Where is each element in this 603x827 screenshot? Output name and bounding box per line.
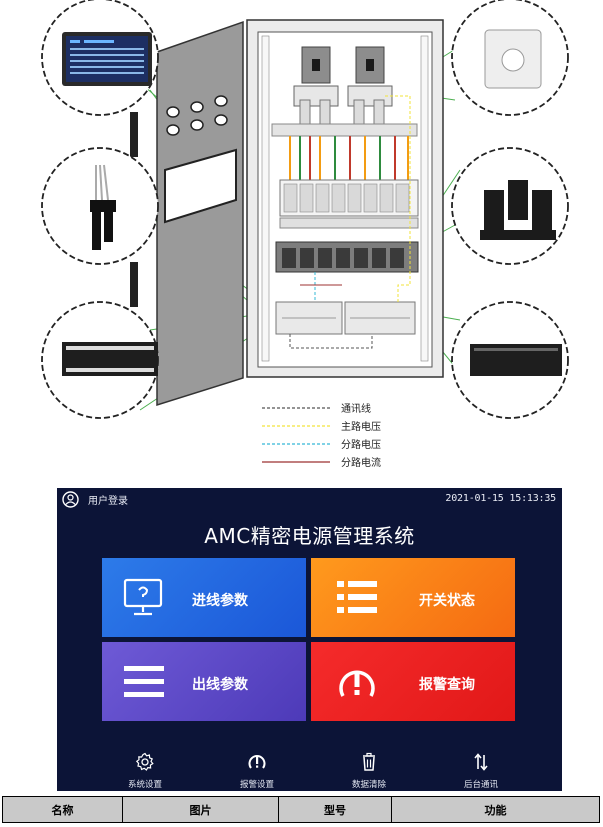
user-icon[interactable]	[62, 491, 79, 508]
switch-status-label: 开关状态	[419, 593, 475, 609]
transfer-arrows-icon	[474, 753, 488, 771]
current-transformer-icon	[484, 29, 542, 89]
legend-label: 分路电压	[341, 438, 381, 451]
busbar	[271, 123, 418, 137]
branch-breakers	[279, 179, 419, 229]
legend-label: 分路电流	[341, 456, 381, 469]
alarm-settings-label: 报警设置	[239, 780, 274, 790]
gear-icon	[135, 752, 154, 771]
header-function: 功能	[391, 796, 600, 823]
legend-label: 通讯线	[341, 402, 371, 415]
datetime-display: 2021-01-15 15:13:35	[445, 493, 556, 504]
system-title: AMC精密电源管理系统	[204, 524, 415, 548]
monitoring-modules	[275, 301, 416, 335]
alarm-query-label: 报警查询	[419, 677, 475, 693]
incoming-params-button[interactable]: 进线参数	[102, 558, 306, 637]
system-settings-label: 系统设置	[127, 780, 162, 790]
legend-label: 主路电压	[341, 420, 381, 433]
io-module-icon	[62, 342, 158, 376]
alarm-settings-button[interactable]: 报警设置	[217, 752, 297, 790]
signal-wiring	[289, 95, 411, 349]
meter-module-icon	[470, 344, 562, 376]
incoming-params-label: 进线参数	[192, 593, 248, 609]
header-model: 型号	[278, 796, 392, 823]
header-name: 名称	[2, 796, 123, 823]
current-transformer-row	[275, 241, 419, 273]
backend-comm-button[interactable]: 后台通讯	[441, 752, 521, 790]
table-header-row: 名称 图片 型号 功能	[2, 796, 600, 823]
data-clear-label: 数据清除	[351, 780, 386, 790]
main-breakers	[293, 46, 393, 126]
list-icon	[337, 581, 377, 613]
alarm-settings-icon	[248, 755, 266, 769]
alarm-query-button[interactable]: 报警查询	[311, 642, 515, 721]
connector-cable-icon	[90, 164, 116, 250]
menu-icon	[124, 666, 164, 697]
user-login-link[interactable]: 用户登录	[88, 496, 128, 507]
header-image: 图片	[122, 796, 279, 823]
outgoing-params-button[interactable]: 出线参数	[102, 642, 306, 721]
alarm-icon	[339, 670, 375, 697]
hmi-home-screen: 用户登录 2021-01-15 15:13:35 AMC精密电源管理系统 进线参…	[57, 488, 562, 791]
branch-wires	[289, 136, 409, 182]
backend-comm-label: 后台通讯	[463, 780, 498, 790]
data-clear-button[interactable]: 数据清除	[329, 752, 409, 790]
outgoing-params-label: 出线参数	[192, 677, 248, 693]
monitor-icon	[123, 578, 163, 616]
trash-icon	[363, 752, 375, 771]
cabinet-door	[130, 20, 244, 407]
system-settings-button[interactable]: 系统设置	[105, 752, 185, 790]
indicator-lights	[166, 95, 228, 136]
switch-status-button[interactable]: 开关状态	[311, 558, 515, 637]
hmi-top-bar: 用户登录 2021-01-15 15:13:35	[57, 488, 562, 510]
hmi-touchscreen-icon	[62, 32, 152, 86]
split-core-ct-icon	[480, 180, 556, 240]
product-table: 名称 图片 型号 功能	[2, 796, 600, 823]
